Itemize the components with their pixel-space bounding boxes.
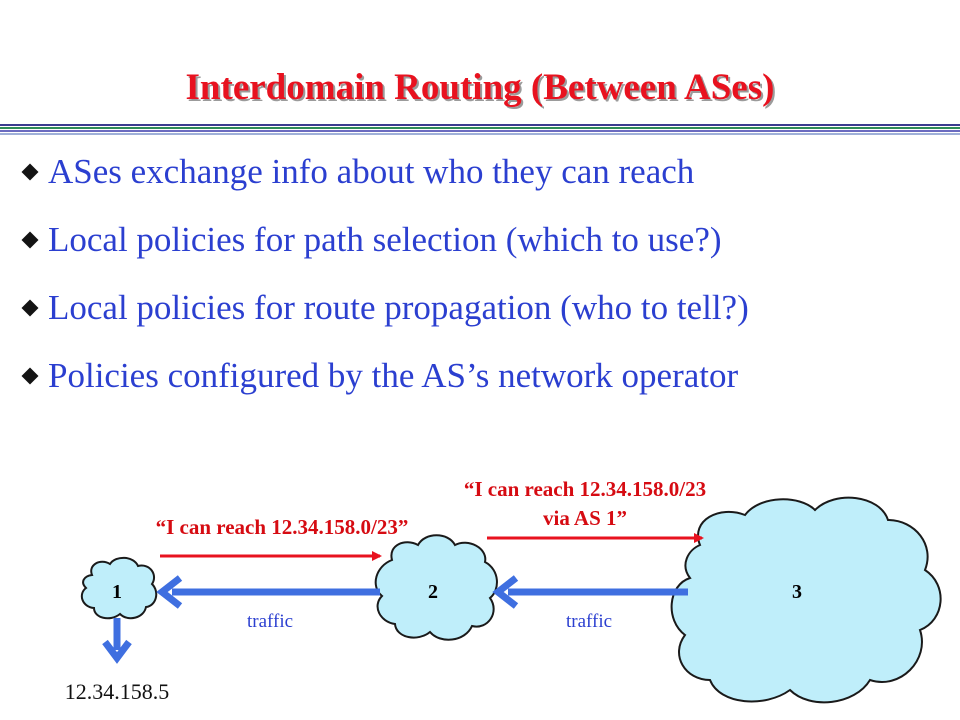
traffic-arrowhead-2-to-1: [156, 575, 183, 609]
bullet-item: Local policies for path selection (which…: [20, 218, 749, 286]
traffic-label-a: traffic: [247, 611, 293, 632]
destination-address: 12.34.158.5: [65, 679, 170, 704]
announcement-label-2-line2: via AS 1”: [543, 506, 627, 530]
as2-cloud: [374, 534, 498, 641]
as3-label: 3: [792, 581, 802, 603]
announcement-label-2-line1: “I can reach 12.34.158.0/23: [464, 477, 706, 501]
slide-title: Interdomain Routing (Between ASes): [185, 67, 775, 108]
announcement-label-1: “I can reach 12.34.158.0/23”: [156, 515, 409, 539]
traffic-arrowhead-3-to-2: [492, 575, 519, 609]
traffic-label-b: traffic: [566, 611, 612, 632]
as3-cloud: [670, 496, 942, 704]
traffic-arrowhead-1-down: [102, 639, 132, 664]
as1-cloud: [80, 556, 158, 620]
bullet-item: Policies configured by the AS’s network …: [20, 354, 749, 422]
bullet-list: ASes exchange info about who they can re…: [20, 150, 749, 422]
as2-label: 2: [428, 581, 438, 603]
bullet-item: ASes exchange info about who they can re…: [20, 150, 749, 218]
bullet-item: Local policies for route propagation (wh…: [20, 286, 749, 354]
title-divider: [0, 124, 960, 136]
as1-label: 1: [112, 581, 122, 603]
